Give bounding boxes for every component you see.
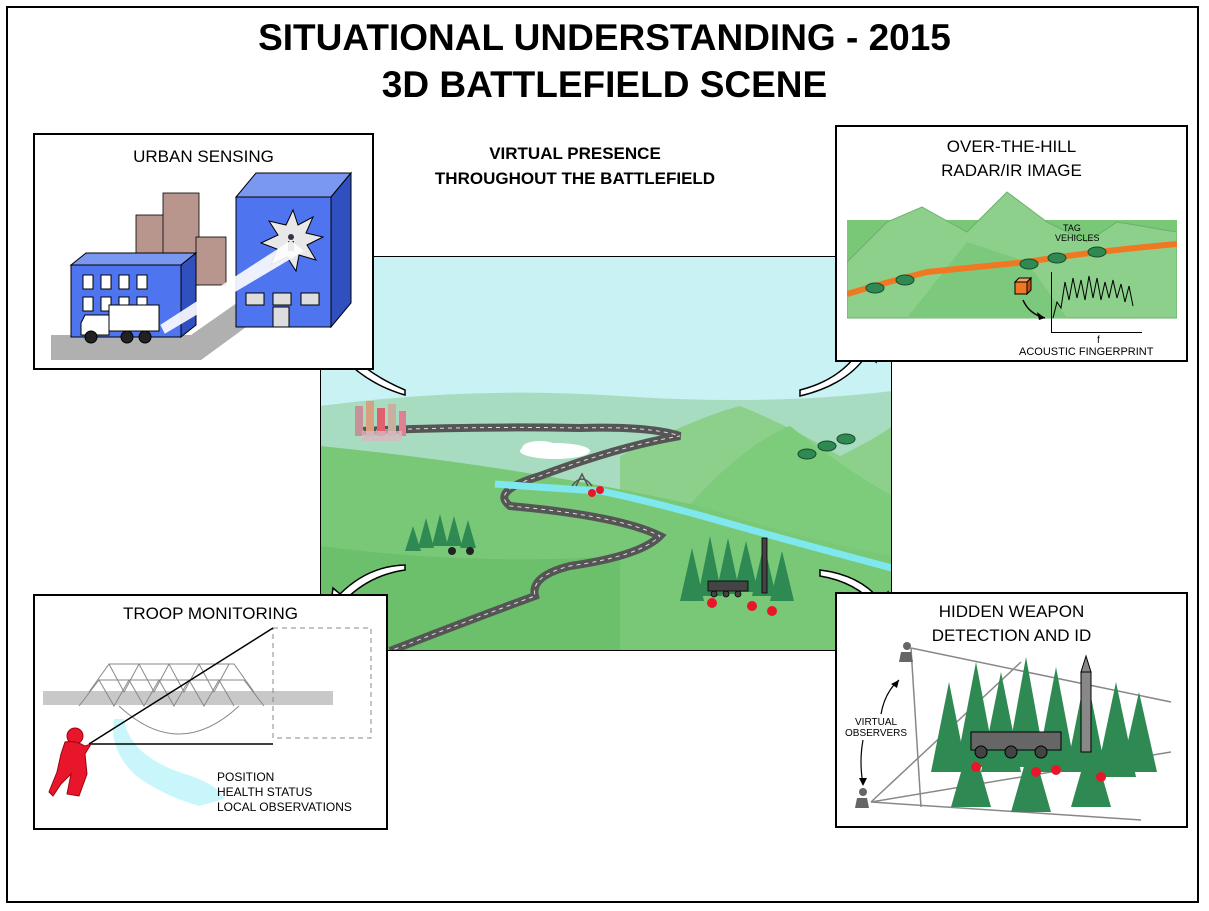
troop-panel: TROOP MONITORING POSITION HEALTH STATUS … bbox=[33, 594, 388, 830]
urban-sensing-panel: URBAN SENSING bbox=[33, 133, 374, 370]
truck-icon bbox=[80, 304, 160, 344]
troop-title: TROOP MONITORING bbox=[122, 604, 299, 623]
radar-axis-box bbox=[1051, 272, 1142, 333]
center-caption-line2: THROUGHOUT THE BATTLEFIELD bbox=[434, 169, 716, 188]
tanks-icon bbox=[797, 433, 856, 460]
urban-illustration bbox=[51, 171, 353, 360]
page-frame bbox=[6, 6, 1199, 903]
launcher-vehicle-icon bbox=[970, 654, 1092, 759]
person-icon bbox=[288, 234, 294, 240]
weapon-illustration bbox=[855, 642, 1172, 821]
hidden-vehicle-icon bbox=[707, 537, 768, 598]
tag-label-1: TAG bbox=[1063, 223, 1081, 233]
weapon-title-line2: DETECTION AND ID bbox=[931, 626, 1092, 645]
page-title-line1: SITUATIONAL UNDERSTANDING - 2015 bbox=[258, 17, 951, 58]
troop-status-health: HEALTH STATUS bbox=[217, 785, 313, 799]
radar-caption: ACOUSTIC FINGERPRINT bbox=[1019, 346, 1154, 358]
river bbox=[494, 480, 892, 572]
battlefield-scene bbox=[320, 256, 892, 651]
forest-left bbox=[405, 514, 476, 551]
observer-bottom-icon bbox=[855, 788, 869, 808]
radar-axis-f: f bbox=[1097, 335, 1100, 346]
observers-label-1: VIRTUAL bbox=[855, 717, 898, 728]
town-icon bbox=[355, 401, 406, 441]
observers-arrow-down bbox=[860, 739, 864, 785]
troop-illustration bbox=[43, 627, 372, 806]
stream bbox=[113, 719, 224, 806]
soldier-icon bbox=[48, 727, 93, 797]
bridge-truss-icon bbox=[78, 662, 265, 735]
radar-title-line2: RADAR/IR IMAGE bbox=[941, 161, 1082, 180]
dark-troops bbox=[448, 547, 474, 555]
observer-top-icon bbox=[899, 642, 913, 662]
tag-label-2: VEHICLES bbox=[1055, 233, 1100, 243]
acoustic-signal bbox=[1052, 275, 1134, 319]
bridge-road bbox=[43, 691, 333, 705]
hidden-troops bbox=[971, 762, 1106, 782]
tagged-vehicles bbox=[865, 246, 1107, 294]
radar-illustration bbox=[847, 191, 1177, 320]
weapon-title-line1: HIDDEN WEAPON bbox=[938, 602, 1085, 621]
weapon-panel: HIDDEN WEAPON DETECTION AND ID bbox=[835, 592, 1188, 828]
page-title-line2: 3D BATTLEFIELD SCENE bbox=[381, 64, 828, 105]
radar-title-line1: OVER-THE-HILL bbox=[946, 137, 1077, 156]
bridge-icon bbox=[571, 472, 593, 487]
troop-status-position: POSITION bbox=[217, 770, 275, 784]
red-troops bbox=[588, 486, 777, 616]
camera-view-box bbox=[272, 627, 372, 739]
urban-sensing-title: URBAN SENSING bbox=[133, 147, 274, 166]
observers-label-2: OBSERVERS bbox=[845, 728, 908, 739]
sensor-cube-icon bbox=[1013, 276, 1033, 296]
troop-status-observations: LOCAL OBSERVATIONS bbox=[217, 800, 352, 814]
sensor-beams bbox=[160, 240, 304, 334]
radar-panel: OVER-THE-HILL RADAR/IR IMAGE TAG VEHICLE… bbox=[835, 125, 1188, 362]
center-caption-line1: VIRTUAL PRESENCE bbox=[489, 144, 661, 163]
